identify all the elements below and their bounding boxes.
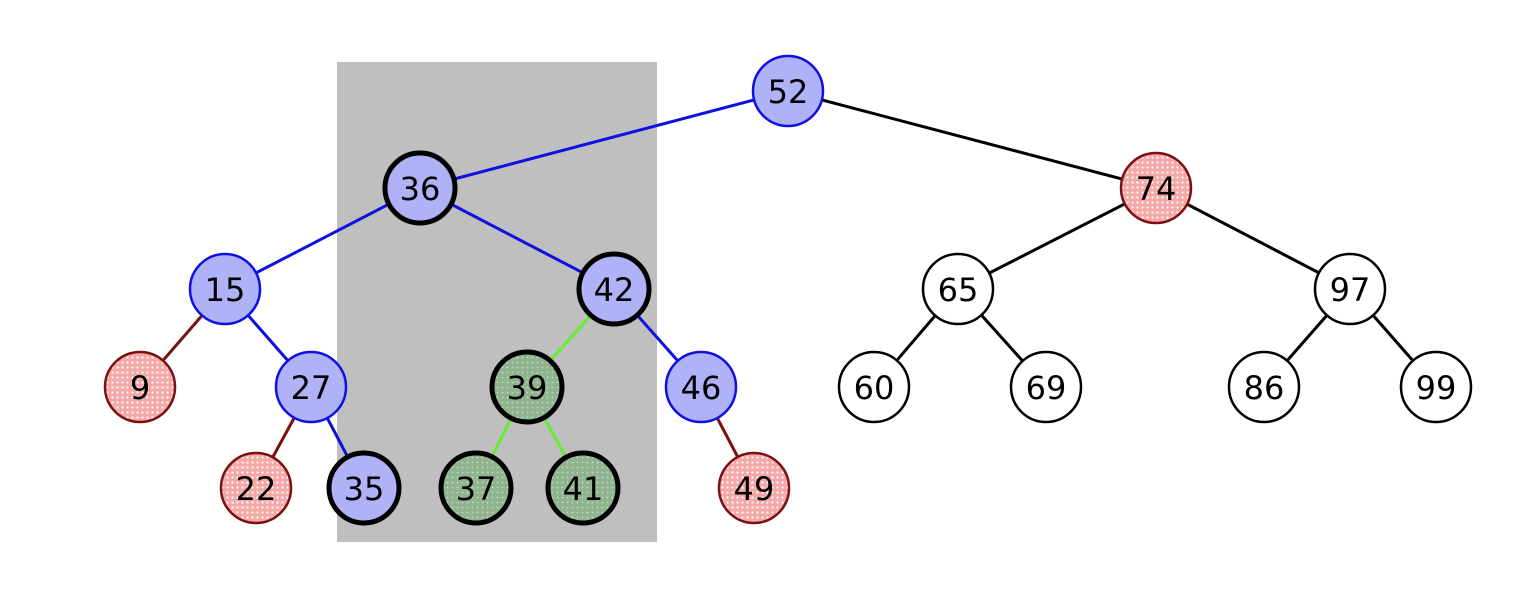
tree-node-74: 74 bbox=[1119, 151, 1193, 225]
node-circle bbox=[382, 150, 458, 226]
node-label: 22 bbox=[236, 470, 277, 508]
tree-node-36: 36 bbox=[382, 150, 458, 226]
tree-node-15: 15 bbox=[188, 252, 262, 326]
node-label: 39 bbox=[507, 369, 548, 407]
node-circle bbox=[1313, 252, 1387, 326]
node-label: 35 bbox=[344, 470, 385, 508]
tree-node-22: 22 bbox=[219, 451, 293, 525]
node-circle bbox=[326, 450, 402, 526]
node-label: 37 bbox=[456, 470, 497, 508]
node-circle bbox=[921, 252, 995, 326]
edge-52-74 bbox=[787, 89, 1157, 190]
tree-node-97: 97 bbox=[1313, 252, 1387, 326]
tree-node-27: 27 bbox=[274, 350, 348, 424]
tree-node-39: 39 bbox=[489, 349, 565, 425]
node-label: 60 bbox=[854, 369, 895, 407]
node-label: 52 bbox=[768, 73, 809, 111]
node-circle bbox=[219, 451, 293, 525]
node-circle bbox=[1009, 350, 1083, 424]
node-label: 99 bbox=[1416, 369, 1457, 407]
tree-node-9: 9 bbox=[103, 350, 177, 424]
edges bbox=[138, 89, 1438, 489]
node-label: 15 bbox=[205, 271, 246, 309]
tree-node-99: 99 bbox=[1399, 350, 1473, 424]
node-label: 49 bbox=[734, 470, 775, 508]
node-label: 27 bbox=[291, 369, 332, 407]
node-circle bbox=[103, 350, 177, 424]
node-label: 9 bbox=[130, 369, 150, 407]
node-label: 36 bbox=[400, 170, 441, 208]
node-circle bbox=[576, 251, 652, 327]
edge-74-65 bbox=[957, 186, 1157, 291]
tree-node-49: 49 bbox=[717, 451, 791, 525]
node-label: 97 bbox=[1330, 271, 1371, 309]
tree-node-41: 41 bbox=[545, 450, 621, 526]
node-circle bbox=[751, 54, 825, 128]
node-circle bbox=[1119, 151, 1193, 225]
node-circle bbox=[1227, 350, 1301, 424]
tree-node-69: 69 bbox=[1009, 350, 1083, 424]
node-label: 74 bbox=[1136, 170, 1177, 208]
nodes: 52 36 74 15 42 65 97 9 27 39 46 60 69 86 99 22 35 37 41 49 bbox=[103, 54, 1473, 526]
node-label: 42 bbox=[594, 271, 635, 309]
node-label: 65 bbox=[938, 271, 979, 309]
node-circle bbox=[274, 350, 348, 424]
node-circle bbox=[664, 350, 738, 424]
node-circle bbox=[717, 451, 791, 525]
edge-52-36 bbox=[419, 89, 789, 190]
node-circle bbox=[837, 350, 911, 424]
tree-node-60: 60 bbox=[837, 350, 911, 424]
tree-node-46: 46 bbox=[664, 350, 738, 424]
edge-74-97 bbox=[1155, 186, 1351, 291]
tree-node-86: 86 bbox=[1227, 350, 1301, 424]
node-label: 41 bbox=[563, 470, 604, 508]
node-circle bbox=[438, 450, 514, 526]
node-label: 46 bbox=[681, 369, 722, 407]
node-circle bbox=[489, 349, 565, 425]
tree-node-42: 42 bbox=[576, 251, 652, 327]
node-label: 69 bbox=[1026, 369, 1067, 407]
tree-node-35: 35 bbox=[326, 450, 402, 526]
node-circle bbox=[545, 450, 621, 526]
tree-node-52: 52 bbox=[751, 54, 825, 128]
node-circle bbox=[1399, 350, 1473, 424]
tree-node-37: 37 bbox=[438, 450, 514, 526]
node-label: 86 bbox=[1244, 369, 1285, 407]
tree-node-65: 65 bbox=[921, 252, 995, 326]
node-circle bbox=[188, 252, 262, 326]
